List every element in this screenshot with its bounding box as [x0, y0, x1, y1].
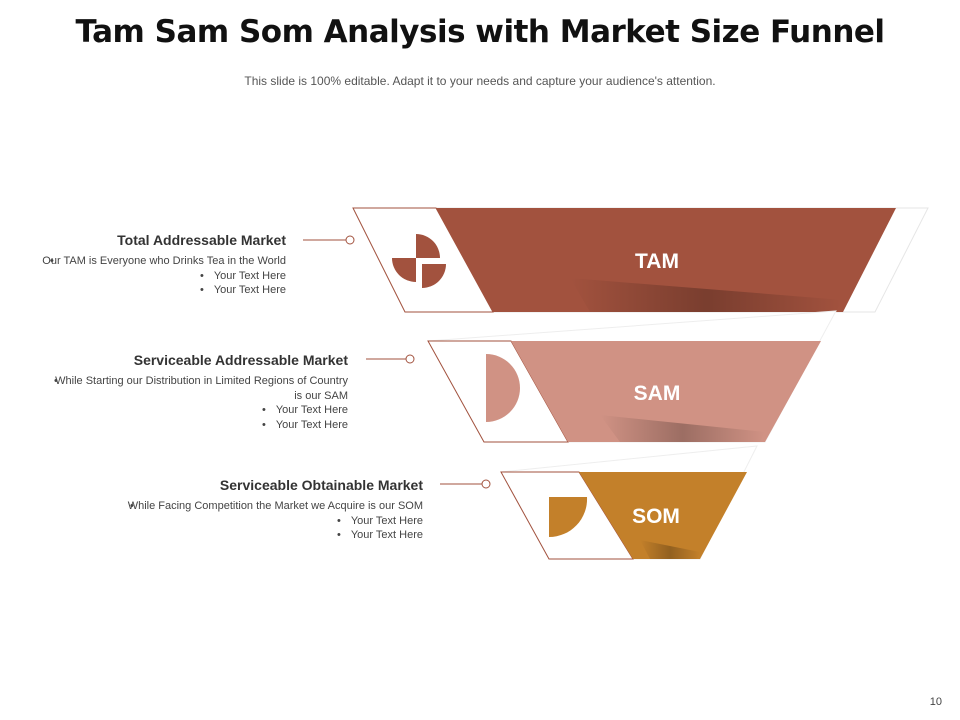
sam-description: Serviceable Addressable Market •While St…	[50, 352, 348, 432]
tam-label: TAM	[635, 250, 679, 273]
sam-connector-dot	[405, 354, 415, 364]
page-title: Tam Sam Som Analysis with Market Size Fu…	[75, 14, 885, 50]
list-item: •While Facing Competition the Market we …	[127, 500, 423, 512]
sam-label: SAM	[634, 382, 681, 405]
list-item: •Your Text Here	[199, 269, 286, 282]
som-description: Serviceable Obtainable Market •While Fac…	[126, 477, 423, 543]
som-bar	[579, 472, 747, 559]
som-bar-shadow	[640, 540, 700, 559]
list-item: •Your Text Here	[261, 404, 348, 416]
page-number: 10	[929, 696, 942, 708]
list-item: •Your Text Here	[261, 418, 348, 431]
sam-bar	[511, 341, 821, 442]
tam-connector-dot	[345, 235, 355, 245]
list-item: •Your Text Here	[336, 514, 423, 527]
tam-bar-shadow	[570, 278, 843, 312]
sam-heading: Serviceable Addressable Market	[133, 352, 348, 368]
tam-description: Total Addressable Market •Our TAM is Eve…	[40, 232, 286, 298]
half-circle-icon	[486, 354, 520, 422]
quarter-circle-icon	[549, 497, 588, 537]
tam-bar	[436, 208, 896, 312]
sam-bar-shadow	[600, 415, 765, 442]
funnel-level-som: SOM	[440, 445, 758, 560]
funnel-level-tam: TAM	[303, 207, 929, 313]
som-heading: Serviceable Obtainable Market	[219, 477, 423, 493]
list-item: •Our TAM is Everyone who Drinks Tea in t…	[42, 255, 286, 267]
funnel-level-sam: SAM	[366, 310, 837, 443]
page-subtitle: This slide is 100% editable. Adapt it to…	[244, 74, 716, 88]
tam-bullets: •Our TAM is Everyone who Drinks Tea in t…	[40, 254, 286, 298]
pie-chart-icon	[392, 234, 446, 288]
som-label: SOM	[632, 505, 680, 528]
tam-heading: Total Addressable Market	[117, 232, 286, 248]
som-bullets: •While Facing Competition the Market we …	[126, 499, 423, 543]
sam-bullets: •While Starting our Distribution in Limi…	[50, 374, 348, 432]
list-item: •Your Text Here	[336, 529, 423, 541]
list-item: •Your Text Here	[199, 284, 286, 296]
list-item: •While Starting our Distribution in Limi…	[54, 375, 348, 402]
som-connector-dot	[481, 479, 491, 489]
